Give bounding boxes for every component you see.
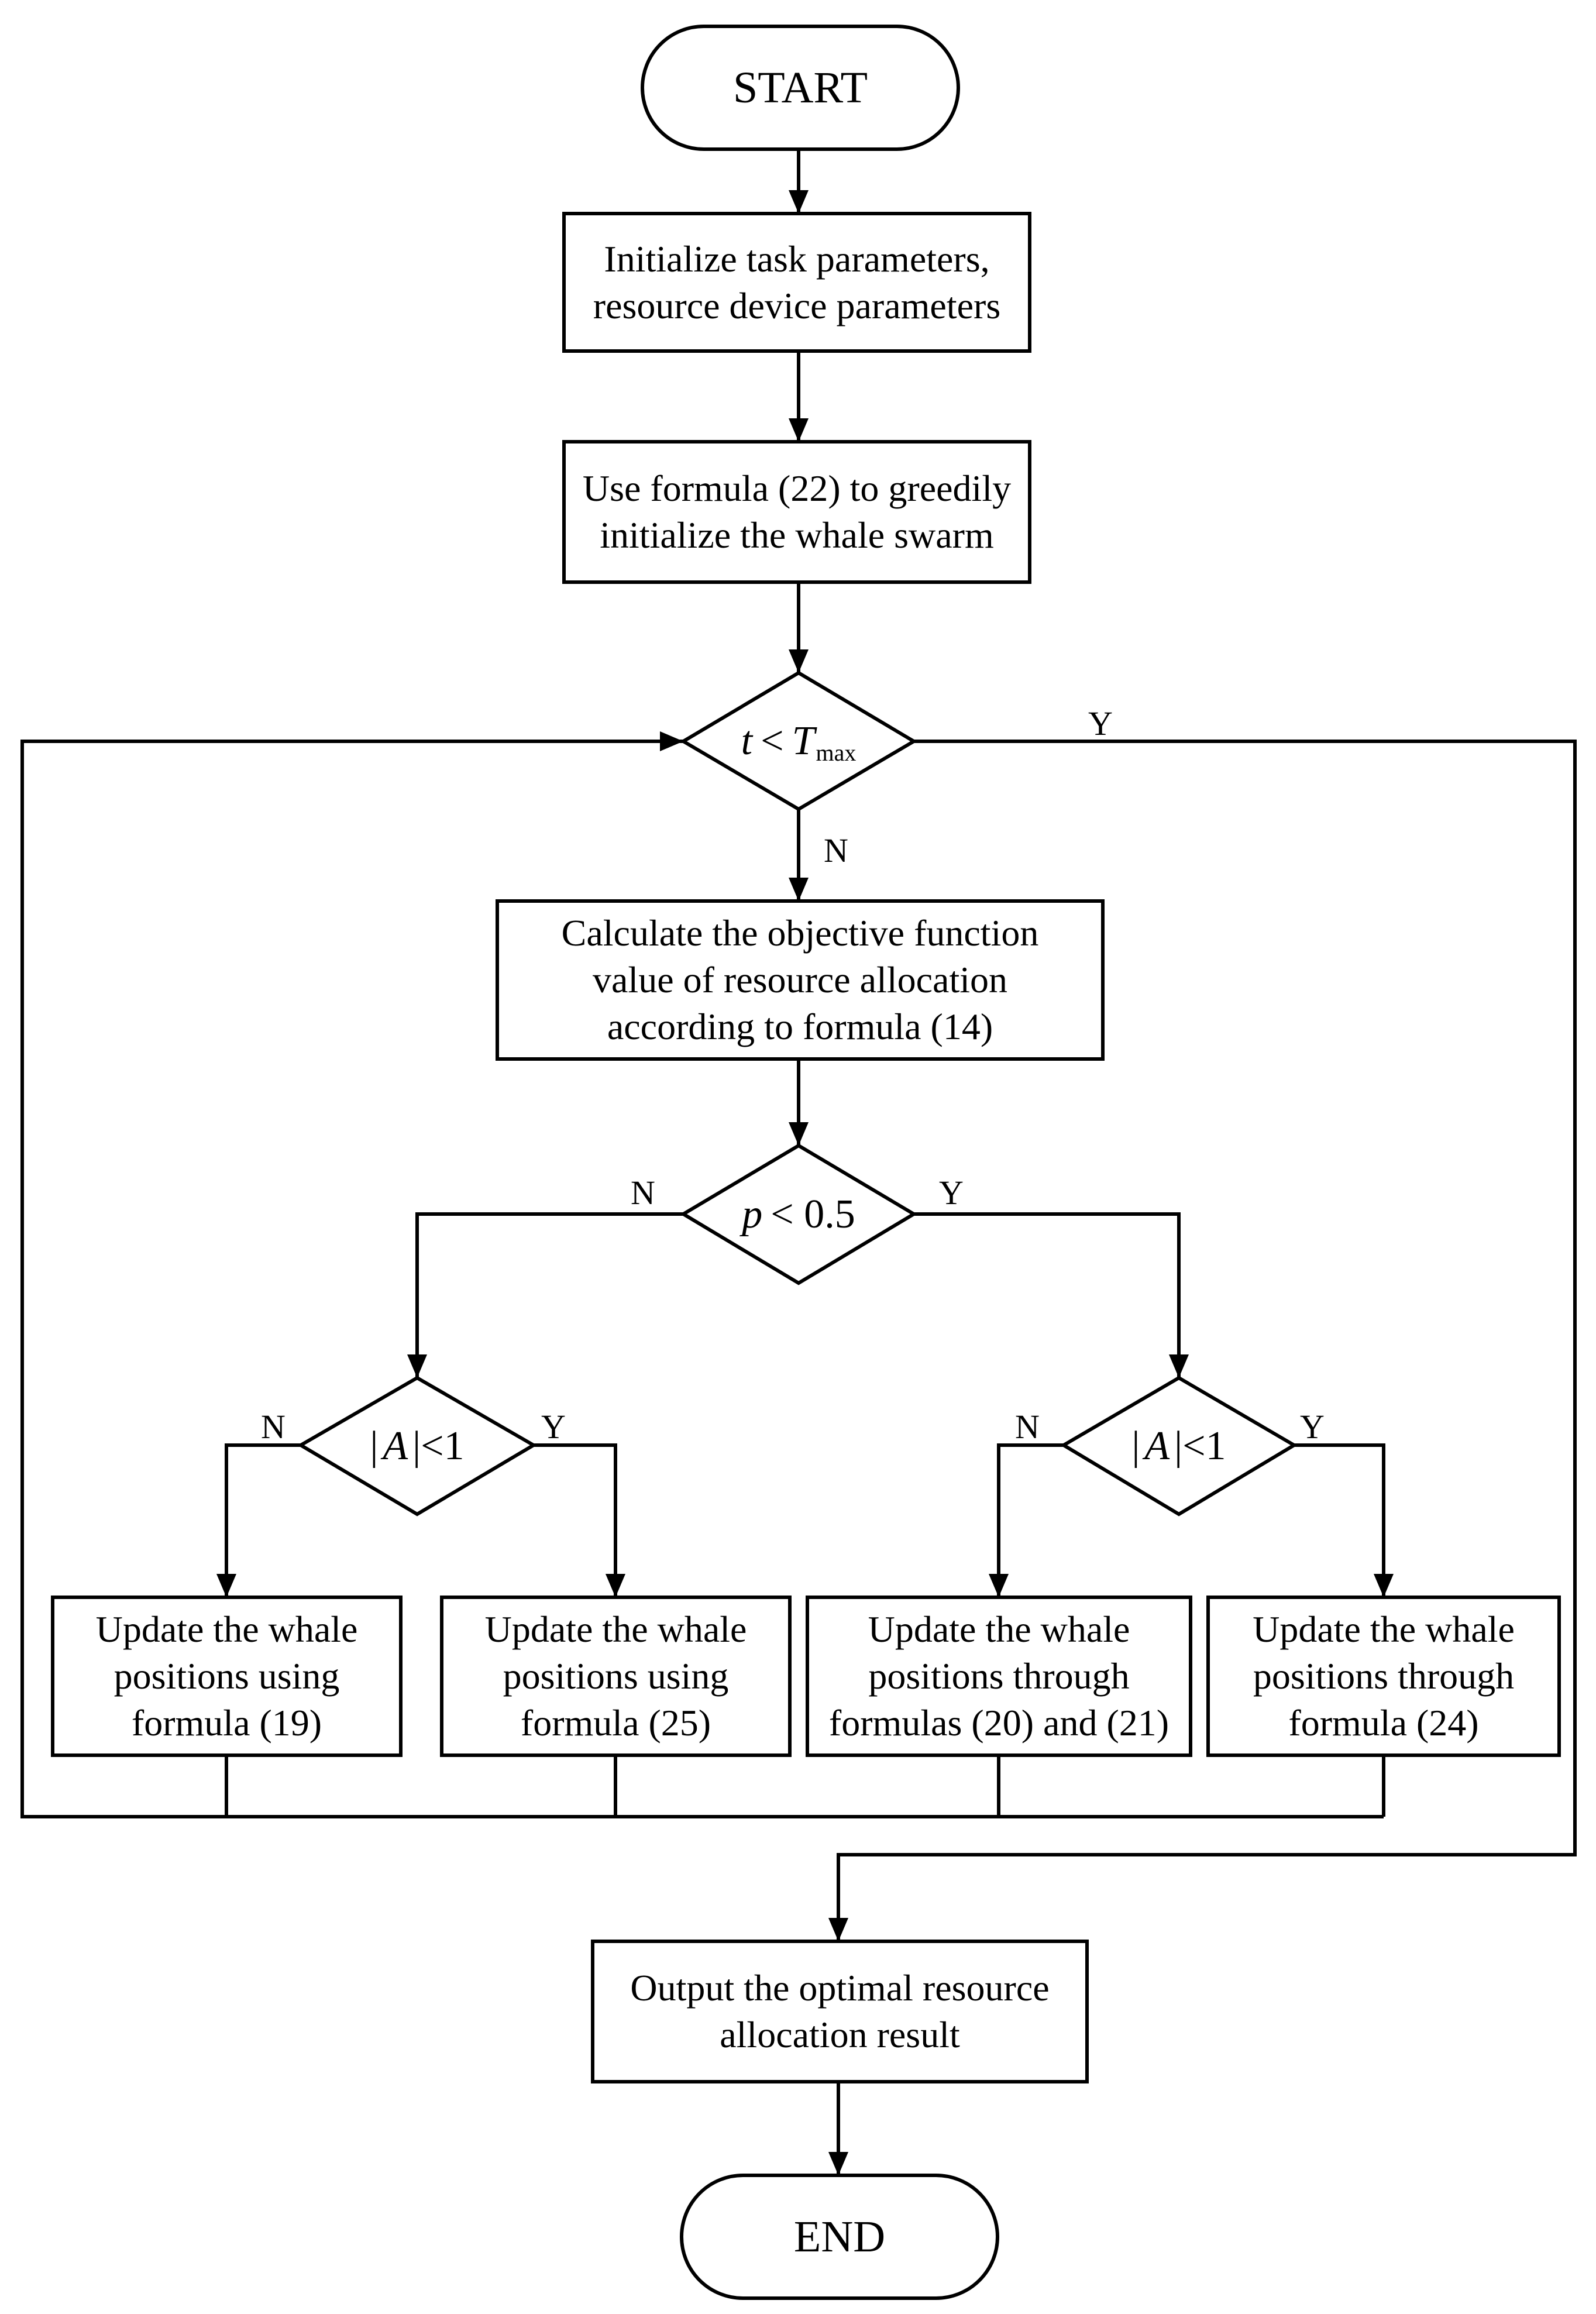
update-24-line-3: formula (24) — [1288, 1702, 1479, 1744]
update-25-line-1: Update the whale — [484, 1608, 747, 1650]
label-p-no: N — [631, 1174, 655, 1212]
p-condition: p < 0.5 — [683, 1146, 914, 1283]
a-left-pre: | — [370, 1423, 379, 1469]
p-condition-var: p — [742, 1191, 763, 1237]
p-decision-diamond — [680, 1143, 917, 1285]
arrow-p-to-a-right — [914, 1212, 1189, 1378]
update-19-line-2: positions using — [113, 1655, 340, 1697]
calc-objective-line-1: Calculate the objective function — [561, 912, 1039, 954]
init-params-text: Initialize task parameters, resource dev… — [564, 214, 1030, 351]
loop-condition-op: < — [761, 718, 784, 764]
update-25-line-3: formula (25) — [520, 1702, 711, 1744]
arrow-a-right-to-update-20-21 — [989, 1443, 1064, 1597]
arrow-a-left-to-update-19 — [216, 1443, 301, 1597]
loop-condition-var: t — [741, 718, 753, 764]
label-a-right-yes: Y — [1300, 1408, 1325, 1446]
arrow-p-to-a-left — [407, 1212, 683, 1378]
update-25-text: Update the whale positions using formula… — [442, 1597, 790, 1755]
update-20-21-line-1: Update the whale — [868, 1608, 1130, 1650]
a-left-rest: |<1 — [412, 1423, 465, 1469]
start-text: START — [732, 63, 868, 112]
label-a-right-no: N — [1015, 1408, 1040, 1446]
calc-objective-line-2: value of resource allocation — [593, 959, 1007, 1000]
a-right-rest: |<1 — [1174, 1423, 1226, 1469]
a-decision-left-diamond — [297, 1376, 537, 1517]
arrow-a-left-to-update-25 — [534, 1443, 625, 1597]
p-condition-rest: < 0.5 — [771, 1191, 855, 1237]
update-24-text: Update the whale positions through formu… — [1208, 1597, 1559, 1755]
update-25-line-2: positions using — [503, 1655, 729, 1697]
loop-condition-sub: max — [816, 740, 857, 766]
update-20-21-text: Update the whale positions through formu… — [807, 1597, 1191, 1755]
label-loop-yes: Y — [1088, 704, 1113, 742]
a-condition-right: | A |<1 — [1064, 1378, 1294, 1514]
update-20-21-line-2: positions through — [868, 1655, 1130, 1697]
end-text: END — [793, 2212, 886, 2261]
output-line-1: Output the optimal resource — [630, 1967, 1050, 2009]
a-left-var: A — [383, 1423, 408, 1469]
update-24-line-1: Update the whale — [1253, 1608, 1515, 1650]
calc-objective-line-3: according to formula (14) — [607, 1006, 993, 1047]
a-right-var: A — [1144, 1423, 1170, 1469]
a-right-pre: | — [1131, 1423, 1140, 1469]
update-24-line-2: positions through — [1253, 1655, 1515, 1697]
update-20-21-line-3: formulas (20) and (21) — [828, 1702, 1170, 1744]
output-text: Output the optimal resource allocation r… — [593, 1941, 1087, 2082]
init-params-line-1: Initialize task parameters, — [604, 238, 990, 280]
update-19-line-1: Update the whale — [95, 1608, 358, 1650]
end-label: END — [682, 2175, 998, 2298]
init-swarm-line-2: initialize the whale swarm — [600, 514, 994, 556]
label-loop-no: N — [824, 831, 848, 869]
arrow-a-right-to-update-24 — [1294, 1443, 1394, 1597]
arrow-loop-exit-to-output — [828, 740, 1577, 1941]
feedback-loop-line — [20, 731, 1384, 1818]
update-19-line-3: formula (19) — [131, 1702, 322, 1744]
update-19-text: Update the whale positions using formula… — [53, 1597, 401, 1755]
start-label: START — [642, 26, 958, 149]
init-params-line-2: resource device parameters — [593, 284, 1001, 326]
calc-objective-text: Calculate the objective function value o… — [497, 901, 1103, 1059]
init-swarm-text: Use formula (22) to greedily initialize … — [564, 442, 1030, 582]
label-p-yes: Y — [939, 1174, 964, 1212]
a-condition-left: | A |<1 — [301, 1378, 534, 1514]
init-swarm-line-1: Use formula (22) to greedily — [582, 467, 1012, 509]
label-a-left-yes: Y — [541, 1408, 566, 1446]
loop-condition: t < T max — [683, 673, 914, 809]
output-line-2: allocation result — [720, 2014, 960, 2055]
a-decision-right-diamond — [1060, 1376, 1298, 1517]
loop-condition-bound: T — [792, 718, 815, 764]
label-a-left-no: N — [261, 1408, 286, 1446]
